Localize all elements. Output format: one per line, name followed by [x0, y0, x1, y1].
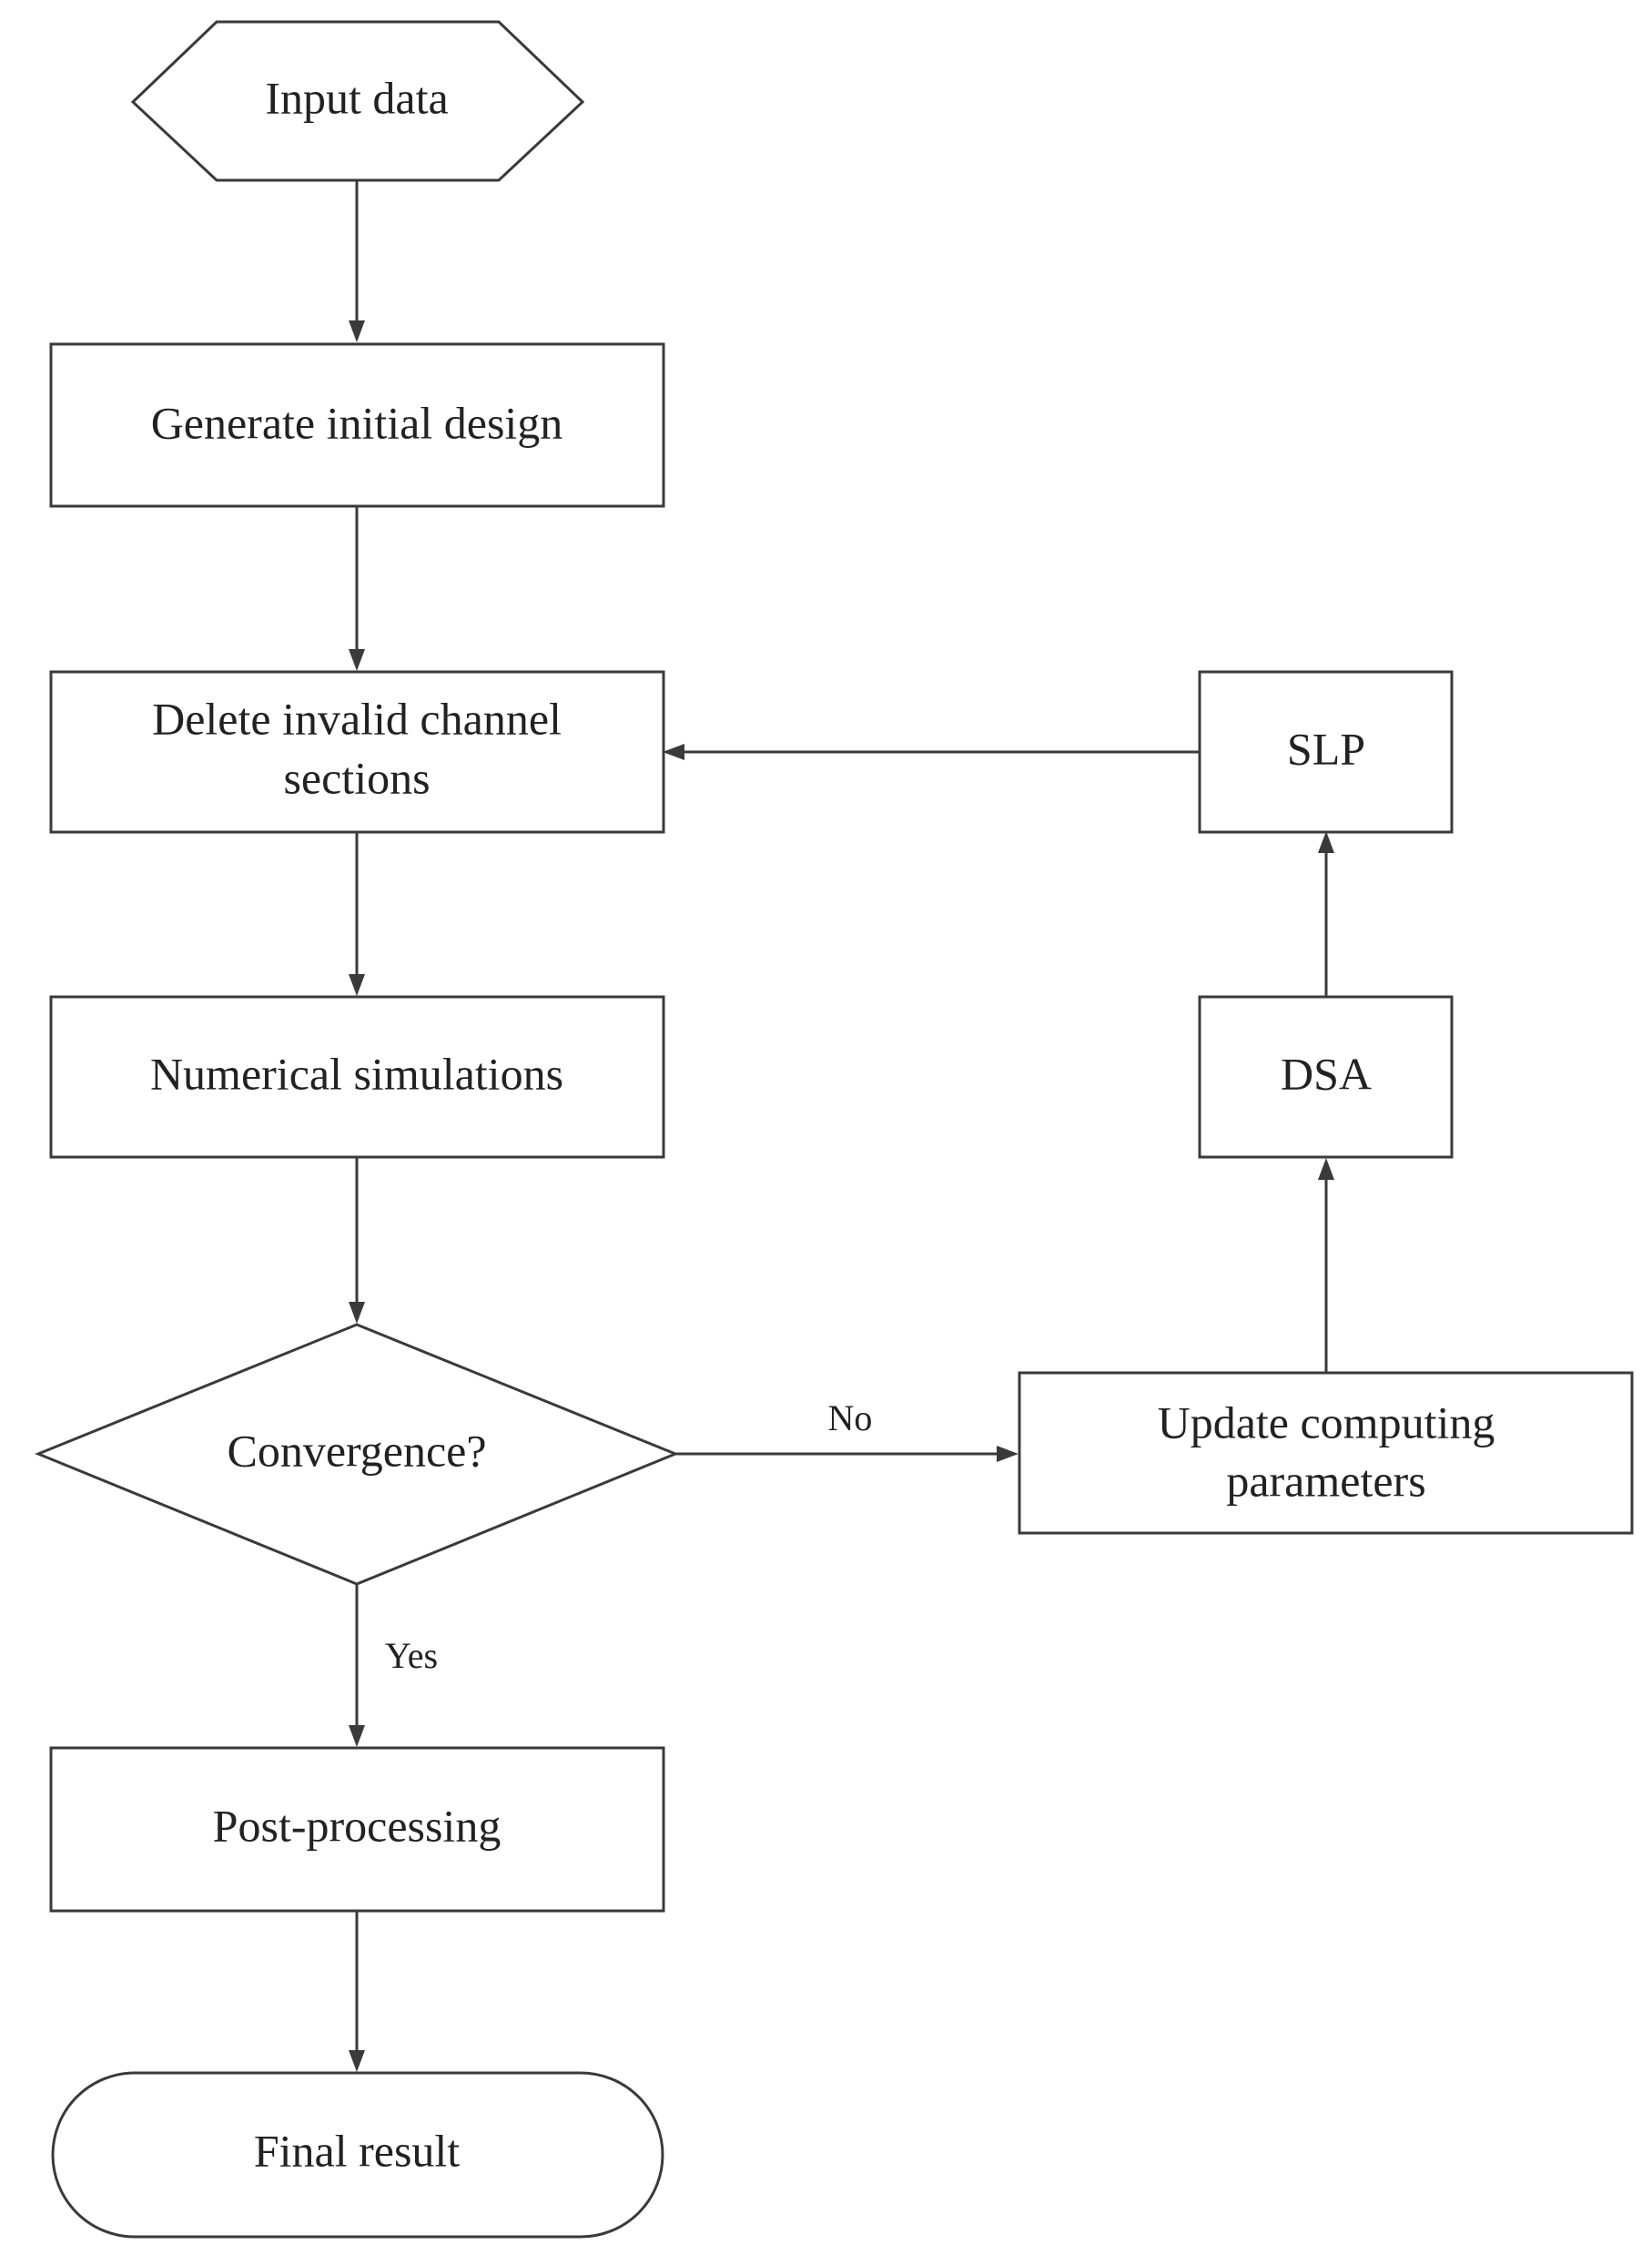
edge-convergence-to-postprocess	[349, 1584, 365, 1747]
edge-delete-to-simulate	[349, 832, 365, 996]
node-slp-label: SLP	[1287, 723, 1365, 774]
node-final-result: Final result	[51, 2071, 664, 2239]
edge-slp-to-delete	[663, 744, 1200, 760]
edge-generate-to-delete	[349, 506, 365, 671]
node-update-computing-parameters: Update computing parameters	[1018, 1371, 1634, 1535]
node-input-data: Input data	[130, 20, 585, 182]
node-delete-invalid-channel-sections: Delete invalid channel sections	[49, 670, 665, 834]
node-post-processing-label: Post-processing	[213, 1800, 502, 1851]
edge-convergence-to-update	[675, 1446, 1019, 1462]
node-dsa-label: DSA	[1281, 1048, 1372, 1099]
node-dsa: DSA	[1198, 995, 1454, 1159]
node-post-processing: Post-processing	[49, 1746, 665, 1913]
node-update-label-line-2: parameters	[1226, 1455, 1425, 1506]
node-numerical-simulations-label: Numerical simulations	[150, 1048, 563, 1099]
node-update-label-line-1: Update computing	[1158, 1397, 1495, 1447]
node-final-result-label: Final result	[254, 2125, 460, 2176]
edge-input-to-generate	[349, 180, 365, 342]
edge-postprocess-to-final	[349, 1911, 365, 2072]
node-numerical-simulations: Numerical simulations	[49, 995, 665, 1159]
edge-update-to-dsa	[1318, 1158, 1334, 1373]
edge-label-no: No	[828, 1397, 873, 1438]
edge-simulate-to-convergence	[349, 1157, 365, 1324]
node-generate-initial-design: Generate initial design	[49, 342, 665, 508]
node-delete-label-line-2: sections	[283, 752, 430, 803]
edge-label-yes: Yes	[385, 1635, 438, 1676]
node-input-data-label: Input data	[265, 72, 448, 123]
edge-dsa-to-slp	[1318, 831, 1334, 996]
node-generate-initial-design-label: Generate initial design	[151, 397, 563, 448]
node-convergence-decision: Convergence?	[35, 1323, 679, 1586]
node-convergence-label: Convergence?	[227, 1425, 486, 1476]
node-delete-label-line-1: Delete invalid channel	[152, 693, 562, 744]
node-slp: SLP	[1198, 670, 1454, 834]
